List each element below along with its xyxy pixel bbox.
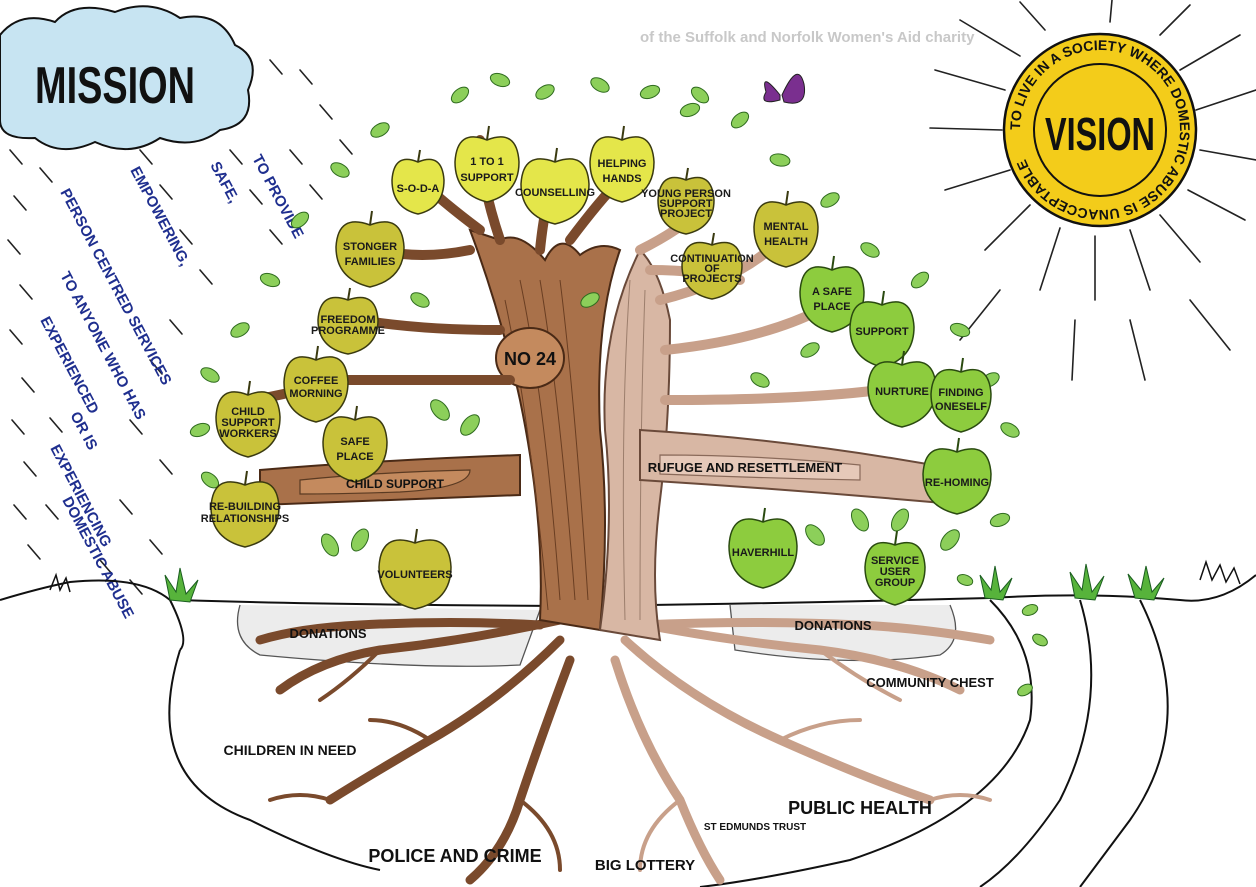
- apple-safe-place-left-line-1: SAFE: [340, 436, 369, 448]
- apple-coffee-line-1: COFFEE: [294, 375, 339, 387]
- mission-line-7: OR IS: [66, 409, 100, 453]
- apple-service-user-line-2: USER: [880, 566, 911, 578]
- label-donations-right: DONATIONS: [794, 618, 871, 633]
- mission-line-3: EMPOWERING,: [126, 164, 193, 269]
- apple-service-user-group: SERVICE USER GROUP: [864, 530, 926, 606]
- rain-lines: [7, 59, 353, 595]
- branch-label-child-support: CHILD SUPPORT: [346, 477, 445, 491]
- apple-volunteers: VOLUNTEERS: [377, 528, 453, 610]
- vision-sun: TO LIVE IN A SOCIETY WHERE DOMESTIC ABUS…: [929, 0, 1256, 381]
- apple-one-to-one-support: 1 TO 1 SUPPORT: [454, 125, 520, 203]
- apple-continuation-line-2: OF: [704, 263, 720, 275]
- apple-safe-place-left: SAFE PLACE: [322, 405, 388, 483]
- apple-helping-hands-line-2: HANDS: [602, 173, 641, 185]
- apple-csw-line-1: CHILD: [231, 406, 265, 418]
- label-community-chest: COMMUNITY CHEST: [866, 675, 994, 690]
- apples: S-O-D-A 1 TO 1 SUPPORT COUNSELLING HELPI…: [201, 125, 992, 610]
- apple-helping-hands: HELPING HANDS: [589, 125, 655, 203]
- apple-mental-health-line-1: MENTAL: [763, 221, 808, 233]
- apple-service-user-line-1: SERVICE: [871, 555, 919, 567]
- apple-rebuilding: RE-BUILDING RELATIONSHIPS: [201, 470, 289, 548]
- apple-safe-place-left-line-2: PLACE: [336, 451, 373, 463]
- apple-service-user-line-3: GROUP: [875, 577, 915, 589]
- apple-finding-oneself: FINDING ONESELF: [930, 357, 992, 433]
- apple-counselling: COUNSELLING: [515, 147, 595, 225]
- branch-label-refuge: RUFUGE AND RESETTLEMENT: [648, 460, 843, 475]
- apple-support-label: SUPPORT: [855, 326, 908, 338]
- mission-line-2: SAFE,: [206, 159, 242, 206]
- apple-young-person-line-1: YOUNG PERSON: [641, 188, 731, 200]
- apple-haverhill: HAVERHILL: [728, 507, 798, 589]
- apple-re-homing: RE-HOMING: [922, 437, 992, 515]
- apple-freedom-programme: FREEDOM PROGRAMME: [311, 287, 385, 355]
- apple-young-person-line-2: SUPPORT: [659, 198, 712, 210]
- apple-coffee-morning: COFFEE MORNING: [283, 345, 349, 423]
- apple-one-to-one-line-1: 1 TO 1: [470, 156, 503, 168]
- apple-a-safe-place-line-2: PLACE: [813, 301, 850, 313]
- label-big-lottery: BIG LOTTERY: [595, 857, 695, 874]
- apple-support: SUPPORT: [849, 290, 915, 368]
- apple-csw-line-2: SUPPORT: [221, 417, 274, 429]
- vision-title: VISION: [1045, 108, 1155, 160]
- apple-young-person-line-3: PROJECT: [660, 208, 712, 220]
- label-police-and-crime: POLICE AND CRIME: [368, 846, 541, 866]
- apple-continuation-line-1: CONTINUATION: [670, 253, 754, 265]
- funding-labels: DONATIONS DONATIONS COMMUNITY CHEST CHIL…: [223, 618, 993, 874]
- apple-nurture-label: NURTURE: [875, 386, 929, 398]
- leaves: [189, 72, 1048, 697]
- trunk-label: NO 24: [504, 349, 556, 369]
- mission-statement: TO PROVIDE SAFE, EMPOWERING, PERSON CENT…: [36, 152, 306, 621]
- mission-title: MISSION: [35, 57, 195, 115]
- header-text: of the Suffolk and Norfolk Women's Aid c…: [640, 29, 975, 46]
- apple-one-to-one-line-2: SUPPORT: [460, 172, 513, 184]
- apple-soda: S-O-D-A: [391, 149, 445, 215]
- label-children-in-need: CHILDREN IN NEED: [223, 742, 356, 758]
- apple-finding-oneself-line-1: FINDING: [938, 387, 983, 399]
- apple-helping-hands-line-1: HELPING: [598, 158, 647, 170]
- apple-freedom-line-1: FREEDOM: [321, 314, 376, 326]
- apple-coffee-line-2: MORNING: [289, 388, 342, 400]
- label-st-edmunds-trust: ST EDMUNDS TRUST: [704, 822, 806, 833]
- apple-child-support-workers: CHILD SUPPORT WORKERS: [215, 380, 281, 458]
- apple-soda-label: S-O-D-A: [397, 183, 440, 195]
- apple-counselling-label: COUNSELLING: [515, 187, 595, 199]
- apple-freedom-line-2: PROGRAMME: [311, 325, 385, 337]
- label-donations-left: DONATIONS: [289, 626, 366, 641]
- apple-nurture: NURTURE: [867, 350, 937, 428]
- apple-a-safe-place: A SAFE PLACE: [799, 255, 865, 333]
- apple-stronger-families-line-1: STONGER: [343, 241, 397, 253]
- apple-finding-oneself-line-2: ONESELF: [935, 401, 987, 413]
- apple-young-person: YOUNG PERSON SUPPORT PROJECT: [641, 167, 731, 235]
- apple-mental-health: MENTAL HEALTH: [753, 190, 819, 268]
- apple-csw-line-3: WORKERS: [219, 428, 276, 440]
- apple-haverhill-label: HAVERHILL: [732, 547, 794, 559]
- butterfly-icon: [763, 73, 806, 104]
- apple-continuation-line-3: PROJECTS: [682, 273, 741, 285]
- apple-stronger-families-line-2: FAMILIES: [345, 256, 396, 268]
- apple-volunteers-label: VOLUNTEERS: [377, 569, 452, 581]
- apple-stronger-families: STONGER FAMILIES: [335, 210, 405, 288]
- apple-continuation: CONTINUATION OF PROJECTS: [670, 232, 754, 300]
- mission-line-5: TO ANYONE WHO HAS: [56, 269, 148, 423]
- apple-a-safe-place-line-1: A SAFE: [812, 286, 852, 298]
- sun-rays: [929, 0, 1256, 381]
- mission-cloud: MISSION: [0, 5, 254, 151]
- tree-trunk: NO 24: [468, 228, 672, 642]
- apple-rebuilding-line-2: RELATIONSHIPS: [201, 513, 289, 525]
- label-public-health: PUBLIC HEALTH: [788, 798, 932, 818]
- roots: [255, 615, 995, 885]
- apple-rebuilding-line-1: RE-BUILDING: [209, 501, 281, 513]
- apple-mental-health-line-2: HEALTH: [764, 236, 808, 248]
- apple-re-homing-label: RE-HOMING: [925, 477, 989, 489]
